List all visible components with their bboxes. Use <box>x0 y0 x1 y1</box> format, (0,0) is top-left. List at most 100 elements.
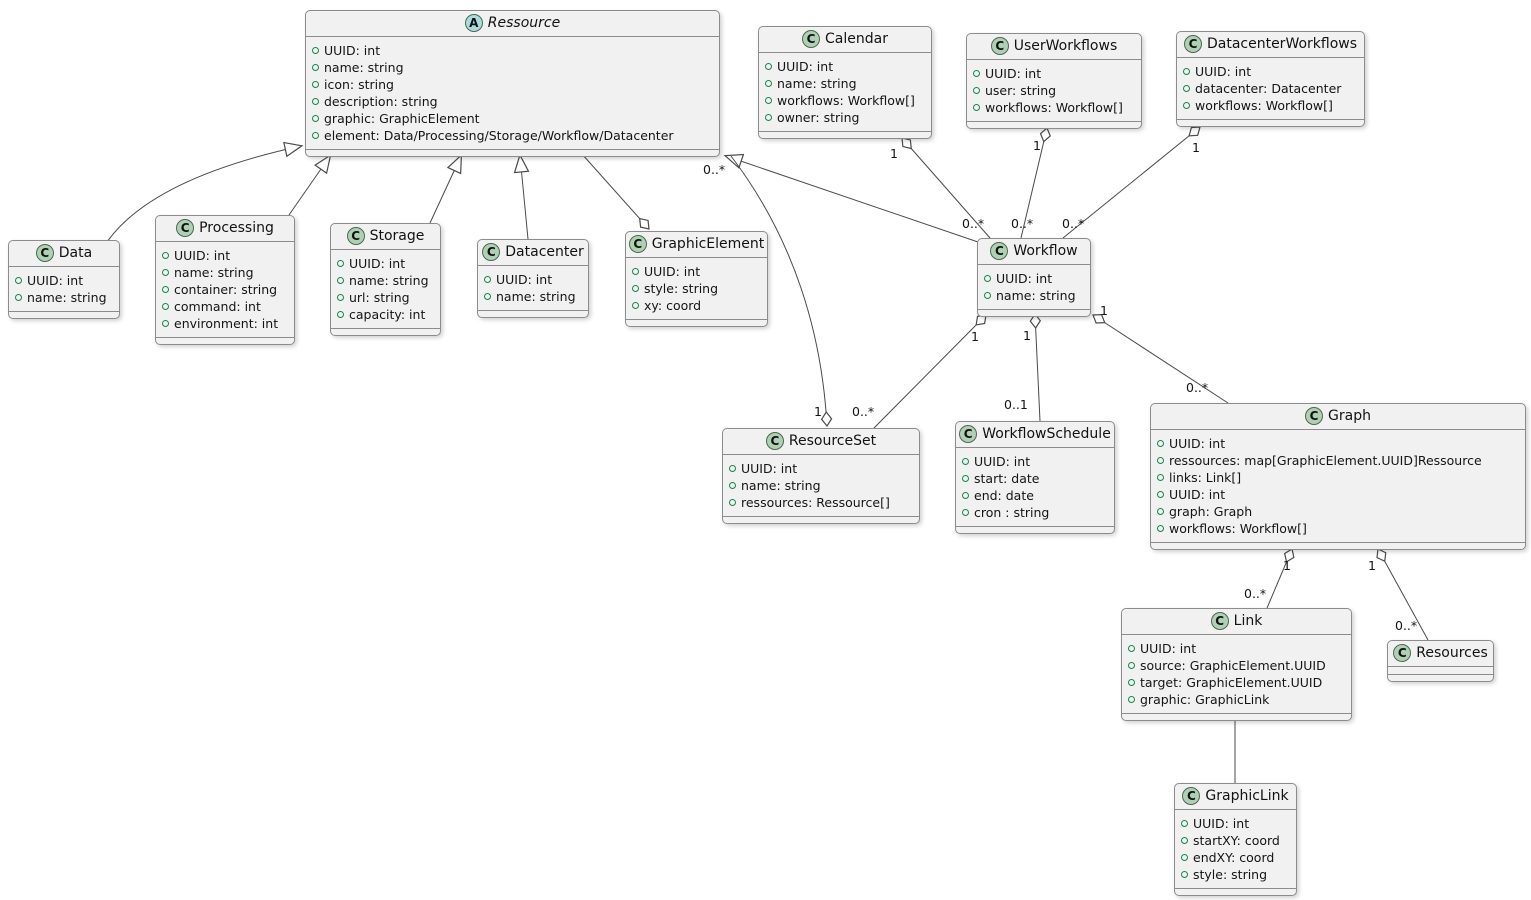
attribute-text: UUID: int <box>985 66 1042 81</box>
field-visibility-icon <box>1157 440 1164 447</box>
attribute-row: end: date <box>962 487 1108 504</box>
class-icon: C <box>802 30 821 48</box>
field-visibility-icon <box>632 285 639 292</box>
multiplicity-label: 1 <box>971 329 979 344</box>
field-visibility-icon <box>337 294 344 301</box>
multiplicity-label: 1 <box>814 404 822 419</box>
attribute-row: graphic: GraphicElement <box>312 110 713 127</box>
field-visibility-icon <box>1181 871 1188 878</box>
relation-storage-extends-ressource <box>429 153 463 224</box>
attribute-row: startXY: coord <box>1181 832 1290 849</box>
attribute-text: end: date <box>974 488 1034 503</box>
field-visibility-icon <box>1183 102 1190 109</box>
attribute-text: name: string <box>996 288 1076 303</box>
multiplicity-label: 0..* <box>1395 618 1417 633</box>
attribute-text: source: GraphicElement.UUID <box>1140 658 1326 673</box>
field-visibility-icon <box>962 458 969 465</box>
attribute-text: UUID: int <box>174 248 231 263</box>
multiplicity-label: 1 <box>890 146 898 161</box>
attribute-text: ressources: Ressource[] <box>741 495 890 510</box>
field-visibility-icon <box>162 286 169 293</box>
attribute-row: UUID: int <box>1181 815 1290 832</box>
class-name: GraphicElement <box>651 236 765 252</box>
relation-ressource-graphicelement <box>581 153 649 229</box>
attribute-text: UUID: int <box>974 454 1031 469</box>
attribute-text: UUID: int <box>1169 487 1226 502</box>
multiplicity-label: 0..* <box>1011 216 1033 231</box>
class-name: GraphicLink <box>1205 788 1289 804</box>
methods-compartment <box>978 309 1090 316</box>
attribute-row: style: string <box>1181 866 1290 883</box>
attribute-text: workflows: Workflow[] <box>985 100 1123 115</box>
class-icon: C <box>1393 644 1412 662</box>
attribute-text: graphic: GraphicLink <box>1140 692 1270 707</box>
attribute-row: name: string <box>729 477 913 494</box>
field-visibility-icon <box>632 268 639 275</box>
class-name: Workflow <box>1013 243 1078 259</box>
class-icon: C <box>765 432 784 450</box>
relation-resourceset-ressource <box>730 155 827 426</box>
field-visibility-icon <box>312 132 319 139</box>
class-icon: C <box>1182 787 1201 805</box>
attribute-row: target: GraphicElement.UUID <box>1128 674 1345 691</box>
class-name: Link <box>1233 613 1263 629</box>
methods-compartment <box>956 526 1114 533</box>
field-visibility-icon <box>1181 820 1188 827</box>
field-visibility-icon <box>337 277 344 284</box>
field-visibility-icon <box>973 104 980 111</box>
attribute-text: name: string <box>349 273 429 288</box>
attribute-row: UUID: int <box>162 247 288 264</box>
methods-compartment <box>1177 119 1364 126</box>
multiplicity-label: 0..1 <box>1004 397 1028 412</box>
attribute-row: UUID: int <box>1183 63 1358 80</box>
field-visibility-icon <box>312 98 319 105</box>
field-visibility-icon <box>1128 662 1135 669</box>
attribute-row: source: GraphicElement.UUID <box>1128 657 1345 674</box>
methods-compartment <box>9 311 119 318</box>
attribute-text: url: string <box>349 290 410 305</box>
class-icon: C <box>990 242 1009 260</box>
field-visibility-icon <box>162 303 169 310</box>
field-visibility-icon <box>1157 525 1164 532</box>
field-visibility-icon <box>1128 679 1135 686</box>
attribute-text: UUID: int <box>1169 436 1226 451</box>
attribute-row: command: int <box>162 298 288 315</box>
methods-compartment <box>1122 713 1351 720</box>
class-name: Resources <box>1416 645 1488 661</box>
attribute-text: datacenter: Datacenter <box>1195 81 1342 96</box>
field-visibility-icon <box>337 260 344 267</box>
attribute-row: name: string <box>484 288 582 305</box>
field-visibility-icon <box>1183 68 1190 75</box>
methods-compartment <box>156 337 294 344</box>
field-visibility-icon <box>162 269 169 276</box>
class-name: Data <box>58 245 93 261</box>
attribute-text: owner: string <box>777 110 860 125</box>
attribute-text: UUID: int <box>777 59 834 74</box>
abstract-class-icon: A <box>464 14 483 32</box>
attribute-text: UUID: int <box>1193 816 1250 831</box>
attribute-row: UUID: int <box>973 65 1135 82</box>
